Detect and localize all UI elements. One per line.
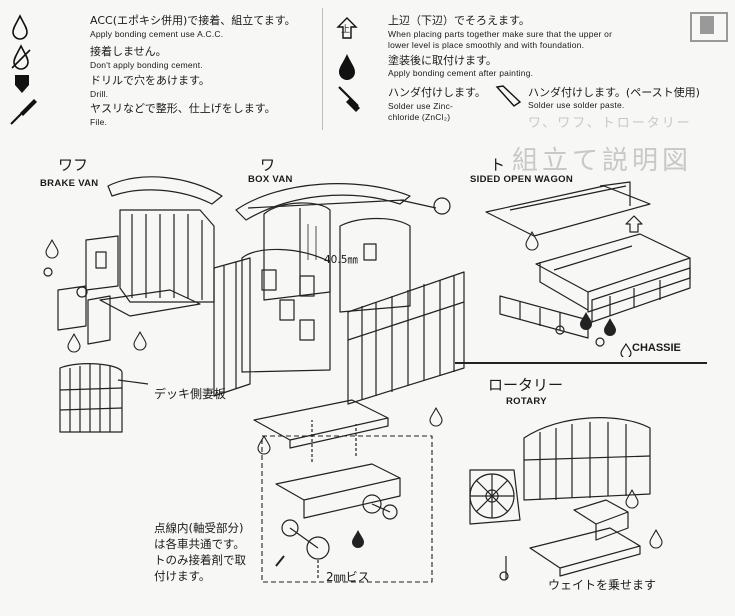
legend-acc-jp: ACC(エポキシ併用)で接着、組立てます。 — [90, 14, 296, 27]
box-van-title: BOX VAN — [248, 174, 293, 185]
chassis-box — [261, 435, 433, 583]
section-divider — [455, 362, 707, 364]
legend-no-cement-jp: 接着しません。 — [90, 45, 167, 58]
droplet-markers — [45, 231, 663, 549]
chassie-label: CHASSIE — [632, 342, 681, 354]
note-line: 付けます。 — [154, 569, 211, 583]
brake-van-drawing — [43, 176, 223, 433]
brake-van-title: BRAKE VAN — [40, 178, 99, 189]
legend-drill-en: Drill. — [90, 89, 109, 99]
screw-label: 2㎜ビス — [326, 570, 370, 584]
chassis-drawing — [275, 420, 401, 580]
file-tool-icon — [10, 99, 37, 125]
dimension-label: 40.5㎜ — [324, 254, 358, 266]
bleed-through-title: 組立て説明図 — [512, 146, 693, 176]
rotary-drawing — [469, 417, 651, 581]
open-wagon-kana: ト — [490, 156, 506, 174]
legend-divider — [322, 8, 323, 130]
legend-drill-jp: ドリルで穴をあけます。 — [90, 74, 210, 87]
legend-no-cement-en: Don't apply bonding cement. — [90, 60, 203, 70]
common-parts-note: 点線内(軸受部分) は各車共通です。 トのみ接着剤で取 付けます。 — [154, 520, 246, 584]
weight-label: ウェイトを乗せます — [548, 578, 657, 592]
align-arrow-icon — [336, 17, 358, 39]
drop-filled-icon — [339, 54, 355, 80]
legend-file-jp: ヤスリなどで整形、仕上げをします。 — [90, 102, 276, 115]
bleed-through-subtitle: ワ、ワフ、トロータリー — [528, 116, 692, 131]
logo-mark-inner — [700, 16, 714, 34]
legend-after-paint-jp: 塗装後に取付けます。 — [388, 54, 497, 67]
solder-paste-icon — [495, 85, 522, 107]
open-wagon-title: SIDED OPEN WAGON — [470, 174, 573, 185]
legend-align-jp: 上辺（下辺）でそろえます。 — [388, 14, 530, 27]
filled-droplet-markers — [352, 312, 616, 548]
align-symbol-char: 上 — [341, 25, 351, 35]
rotary-title: ROTARY — [506, 396, 547, 407]
note-line: は各車共通です。 — [154, 537, 245, 551]
legend-solder-zinc-jp: ハンダ付けします。 — [388, 86, 486, 99]
legend-acc-en: Apply bonding cement use A.C.C. — [90, 29, 224, 39]
legend-solder-zinc-en1: Solder use Zinc- — [388, 101, 454, 111]
rotary-kana: ロータリー — [488, 376, 564, 394]
deck-end-label: デッキ側妻板 — [154, 387, 227, 401]
note-line: トのみ接着剤で取 — [154, 553, 246, 567]
legend-solder-paste-en: Solder use solder paste. — [528, 100, 625, 110]
logo-mark — [690, 12, 728, 42]
box-van-drawing — [213, 183, 465, 449]
note-line: 点線内(軸受部分) — [154, 521, 244, 535]
legend-align-en2: lower level is place smoothly and with f… — [388, 40, 585, 50]
drop-crossed-icon — [11, 44, 31, 70]
drill-icon — [15, 75, 29, 93]
soldering-iron-icon — [338, 86, 360, 112]
drop-outline-icon — [620, 343, 632, 357]
legend-file-en: File. — [90, 117, 108, 127]
open-wagon-drawing — [485, 181, 691, 347]
legend-solder-paste-jp: ハンダ付けします。(ペースト使用) — [528, 86, 700, 99]
drop-outline-icon — [12, 14, 28, 40]
brake-van-kana: ワフ — [58, 156, 89, 174]
legend-after-paint-en: Apply bonding cement after painting. — [388, 68, 534, 78]
legend-align-en1: When placing parts together make sure th… — [388, 29, 613, 39]
box-van-kana: ワ — [260, 156, 276, 174]
file-tool-mark — [275, 555, 285, 567]
legend-solder-zinc-en2: chloride (ZnCl₂) — [388, 112, 451, 122]
